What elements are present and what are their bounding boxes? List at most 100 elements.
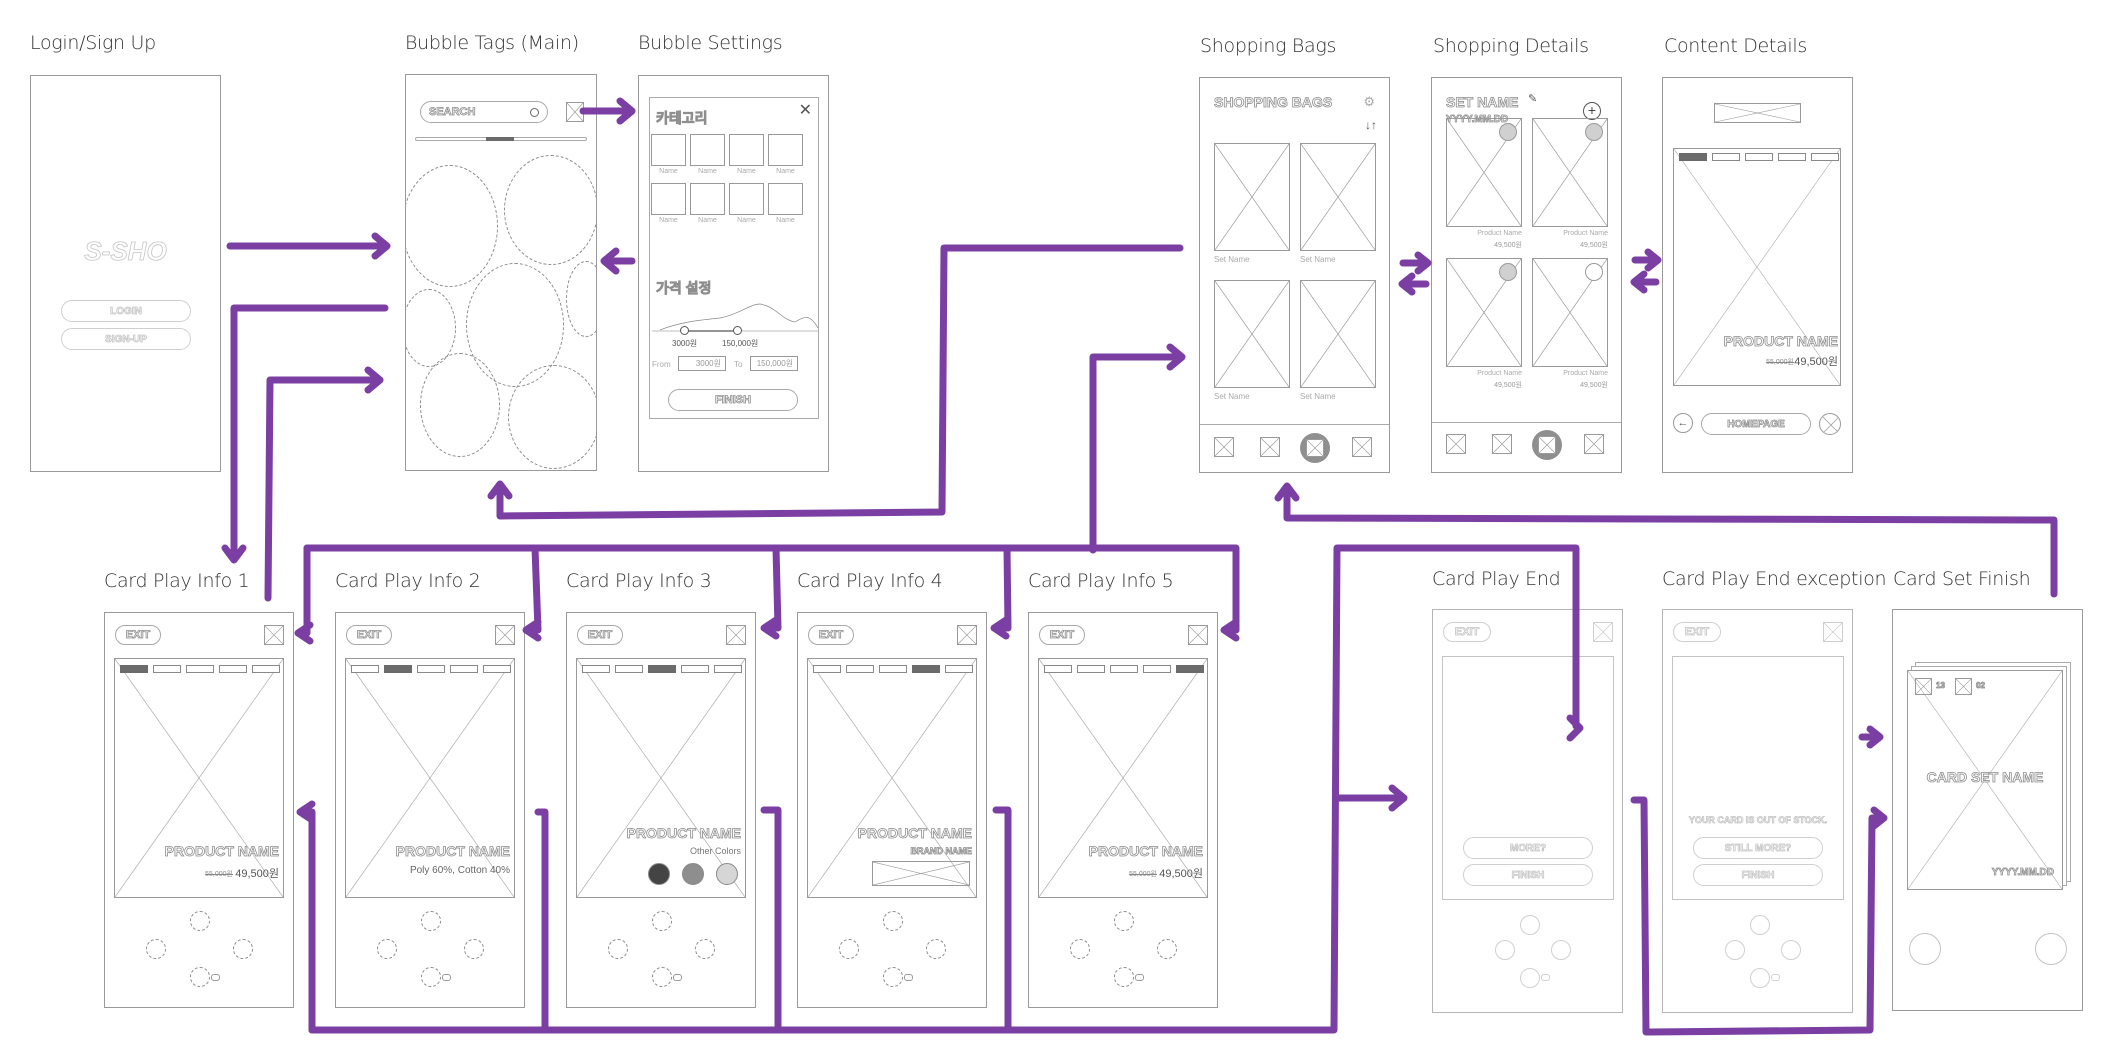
control-small-button[interactable] [1771,974,1780,981]
bubble-tag[interactable] [420,353,500,457]
control-down[interactable] [652,967,672,987]
control-down[interactable] [1520,968,1540,988]
exit-button[interactable]: EXIT [1673,622,1721,642]
signup-button[interactable]: SIGN-UP [61,328,191,350]
category-tile[interactable] [651,183,686,215]
more-button[interactable]: MORE? [1463,837,1593,859]
finish-button[interactable]: FINISH [1463,864,1593,886]
select-toggle[interactable] [1499,263,1517,281]
exit-button[interactable]: EXIT [346,625,392,645]
control-small-button[interactable] [673,974,682,981]
product-thumbnail[interactable] [1446,258,1522,367]
product-thumbnail[interactable] [1446,118,1522,227]
select-toggle[interactable] [1585,123,1603,141]
category-tile[interactable] [651,134,686,166]
control-down[interactable] [190,967,210,987]
search-input[interactable]: SEARCH [420,101,548,123]
slider-max-handle[interactable] [733,326,742,335]
bag-set-thumbnail[interactable] [1214,143,1290,251]
control-left[interactable] [839,939,859,959]
bubble-tag[interactable] [504,155,596,265]
control-right[interactable] [1157,939,1177,959]
scroll-thumb[interactable] [486,137,514,141]
control-small-button[interactable] [904,974,913,981]
control-up[interactable] [883,911,903,931]
control-right[interactable] [926,939,946,959]
select-toggle[interactable] [1585,263,1603,281]
control-right[interactable] [464,939,484,959]
control-small-button[interactable] [1135,974,1144,981]
product-thumbnail[interactable] [1532,118,1608,227]
select-toggle[interactable] [1499,123,1517,141]
category-tile[interactable] [768,134,803,166]
exit-button[interactable]: EXIT [808,625,854,645]
finish-button[interactable]: FINISH [668,389,798,411]
product-card-image[interactable] [576,658,746,898]
category-tile[interactable] [729,134,764,166]
search-icon[interactable] [530,107,539,117]
exit-button[interactable]: EXIT [1039,625,1085,645]
control-down[interactable] [883,967,903,987]
category-tile[interactable] [729,183,764,215]
control-up[interactable] [421,911,441,931]
login-button[interactable]: LOGIN [61,300,191,322]
control-small-button[interactable] [1541,974,1550,981]
control-left[interactable] [1070,939,1090,959]
bubble-tag[interactable] [406,165,498,287]
right-action-button[interactable] [2035,933,2067,965]
control-up[interactable] [1520,915,1540,935]
control-left[interactable] [146,939,166,959]
bubble-tag[interactable] [566,261,596,337]
card-set-cover[interactable]: 13 02 CARD SET NAME YYYY.MM.DD [1907,670,2063,890]
product-card-image[interactable] [1038,658,1208,898]
nav-item[interactable] [1584,434,1604,454]
close-placeholder-icon[interactable] [957,625,977,645]
share-placeholder-icon[interactable] [1819,413,1841,435]
close-placeholder-icon[interactable] [1593,622,1613,642]
bag-set-thumbnail[interactable] [1300,280,1376,388]
nav-item[interactable] [1492,434,1512,454]
left-action-button[interactable] [1909,933,1941,965]
close-placeholder-icon[interactable] [264,625,284,645]
gear-icon[interactable]: ⚙ [1363,94,1375,109]
nav-item[interactable] [1214,437,1234,457]
control-left[interactable] [1725,940,1745,960]
exit-button[interactable]: EXIT [1443,622,1491,642]
from-input[interactable]: 3000원 [678,356,726,371]
product-card-image[interactable] [345,658,515,898]
homepage-button[interactable]: HOMEPAGE [1701,413,1811,435]
control-right[interactable] [1781,940,1801,960]
color-swatch[interactable] [648,863,670,885]
control-left[interactable] [608,939,628,959]
control-up[interactable] [190,911,210,931]
pencil-icon[interactable]: ✎ [1528,93,1538,105]
settings-placeholder-icon[interactable] [566,102,584,122]
control-down[interactable] [1114,967,1134,987]
to-input[interactable]: 150,000원 [750,356,798,371]
control-left[interactable] [1495,940,1515,960]
close-placeholder-icon[interactable] [726,625,746,645]
category-tile[interactable] [768,183,803,215]
control-left[interactable] [377,939,397,959]
control-up[interactable] [1750,915,1770,935]
control-small-button[interactable] [211,974,220,981]
product-thumbnail[interactable] [1532,258,1608,367]
control-right[interactable] [1551,940,1571,960]
scroll-track[interactable] [415,137,587,141]
control-down[interactable] [1750,968,1770,988]
control-up[interactable] [1114,911,1134,931]
control-right[interactable] [233,939,253,959]
nav-item-active[interactable] [1532,430,1562,460]
control-small-button[interactable] [442,974,451,981]
exit-button[interactable]: EXIT [115,625,161,645]
color-swatch[interactable] [716,863,738,885]
finish-button[interactable]: FINISH [1693,864,1823,886]
control-up[interactable] [652,911,672,931]
bag-set-thumbnail[interactable] [1300,143,1376,251]
nav-item[interactable] [1352,437,1372,457]
slider-min-handle[interactable] [680,326,689,335]
close-icon[interactable]: ✕ [798,102,812,119]
exit-button[interactable]: EXIT [577,625,623,645]
close-placeholder-icon[interactable] [1823,622,1843,642]
sort-arrows-icon[interactable]: ↓↑ [1365,118,1377,132]
